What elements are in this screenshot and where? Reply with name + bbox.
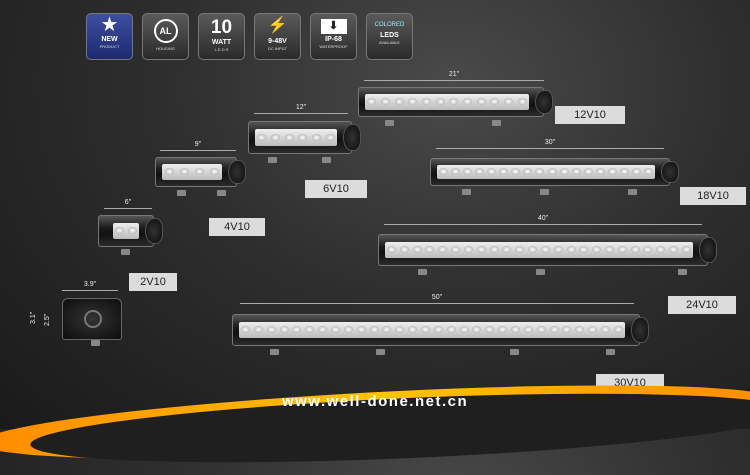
voltage-badge: ⚡ 9-48V DC INPUT bbox=[254, 13, 301, 60]
light-bar-4v10 bbox=[155, 157, 246, 187]
feature-badges: ★ NEW PRODUCT AL HOUSING 10 WATT L.E.D.S… bbox=[86, 13, 413, 60]
waterproof-badge: ⬇ IP-68 WATERPROOF bbox=[310, 13, 357, 60]
light-bar-30v10 bbox=[232, 314, 649, 346]
mount-bracket bbox=[91, 340, 100, 346]
light-bar-18v10 bbox=[430, 158, 679, 186]
mount-bracket bbox=[121, 249, 130, 255]
mount-bracket bbox=[492, 120, 501, 126]
model-label-4v10: 4V10 bbox=[209, 218, 265, 236]
light-bar-6v10 bbox=[248, 121, 361, 154]
mount-bracket bbox=[536, 269, 545, 275]
height-inner-label: 2.5" bbox=[44, 313, 51, 326]
dimension-6v10: 12" bbox=[254, 104, 348, 114]
width-dimension: 3.9" bbox=[62, 281, 118, 291]
mount-bracket bbox=[217, 190, 226, 196]
lightning-icon: ⚡ bbox=[267, 17, 288, 34]
mount-bracket bbox=[606, 349, 615, 355]
new-product-badge: ★ NEW PRODUCT bbox=[86, 13, 133, 60]
dimension-18v10: 30" bbox=[436, 139, 664, 149]
mount-bracket bbox=[462, 189, 471, 195]
light-bar-12v10 bbox=[358, 87, 553, 117]
mount-bracket bbox=[177, 190, 186, 196]
mount-bracket bbox=[418, 269, 427, 275]
colored-leds-badge: COLORED LEDS AVAILABLE bbox=[366, 13, 413, 60]
light-bar-24v10 bbox=[378, 234, 717, 266]
height-outer-label: 3.1" bbox=[30, 311, 37, 324]
dimension-2v10: 6" bbox=[104, 199, 152, 209]
light-bar-2v10 bbox=[98, 215, 163, 247]
model-label-2v10: 2V10 bbox=[129, 273, 177, 291]
mount-bracket bbox=[376, 349, 385, 355]
mount-bracket bbox=[510, 349, 519, 355]
star-icon: ★ bbox=[100, 14, 119, 36]
dimension-24v10: 40" bbox=[384, 215, 702, 225]
waterproof-icon: ⬇ bbox=[320, 19, 347, 34]
model-label-24v10: 24V10 bbox=[668, 296, 736, 314]
mount-bracket bbox=[385, 120, 394, 126]
bracket-knob-icon bbox=[84, 310, 102, 328]
dimension-30v10: 50" bbox=[240, 294, 634, 304]
mount-bracket bbox=[678, 269, 687, 275]
mount-bracket bbox=[322, 157, 331, 163]
al-housing-badge: AL HOUSING bbox=[142, 13, 189, 60]
website-url: www.well-done.net.cn bbox=[282, 393, 469, 410]
model-label-6v10: 6V10 bbox=[305, 180, 367, 198]
mount-bracket bbox=[540, 189, 549, 195]
circle-icon: AL bbox=[153, 19, 178, 43]
model-label-18v10: 18V10 bbox=[680, 187, 746, 205]
dimension-12v10: 21" bbox=[364, 71, 544, 81]
mount-bracket bbox=[270, 349, 279, 355]
model-label-12v10: 12V10 bbox=[555, 106, 625, 124]
mount-bracket bbox=[268, 157, 277, 163]
dimension-4v10: 9" bbox=[160, 141, 236, 151]
mount-bracket bbox=[628, 189, 637, 195]
watt-badge: 10 WATT L.E.D.S bbox=[198, 13, 245, 60]
side-view-diagram: 3.9" 3.1" 2.5" bbox=[30, 281, 122, 346]
